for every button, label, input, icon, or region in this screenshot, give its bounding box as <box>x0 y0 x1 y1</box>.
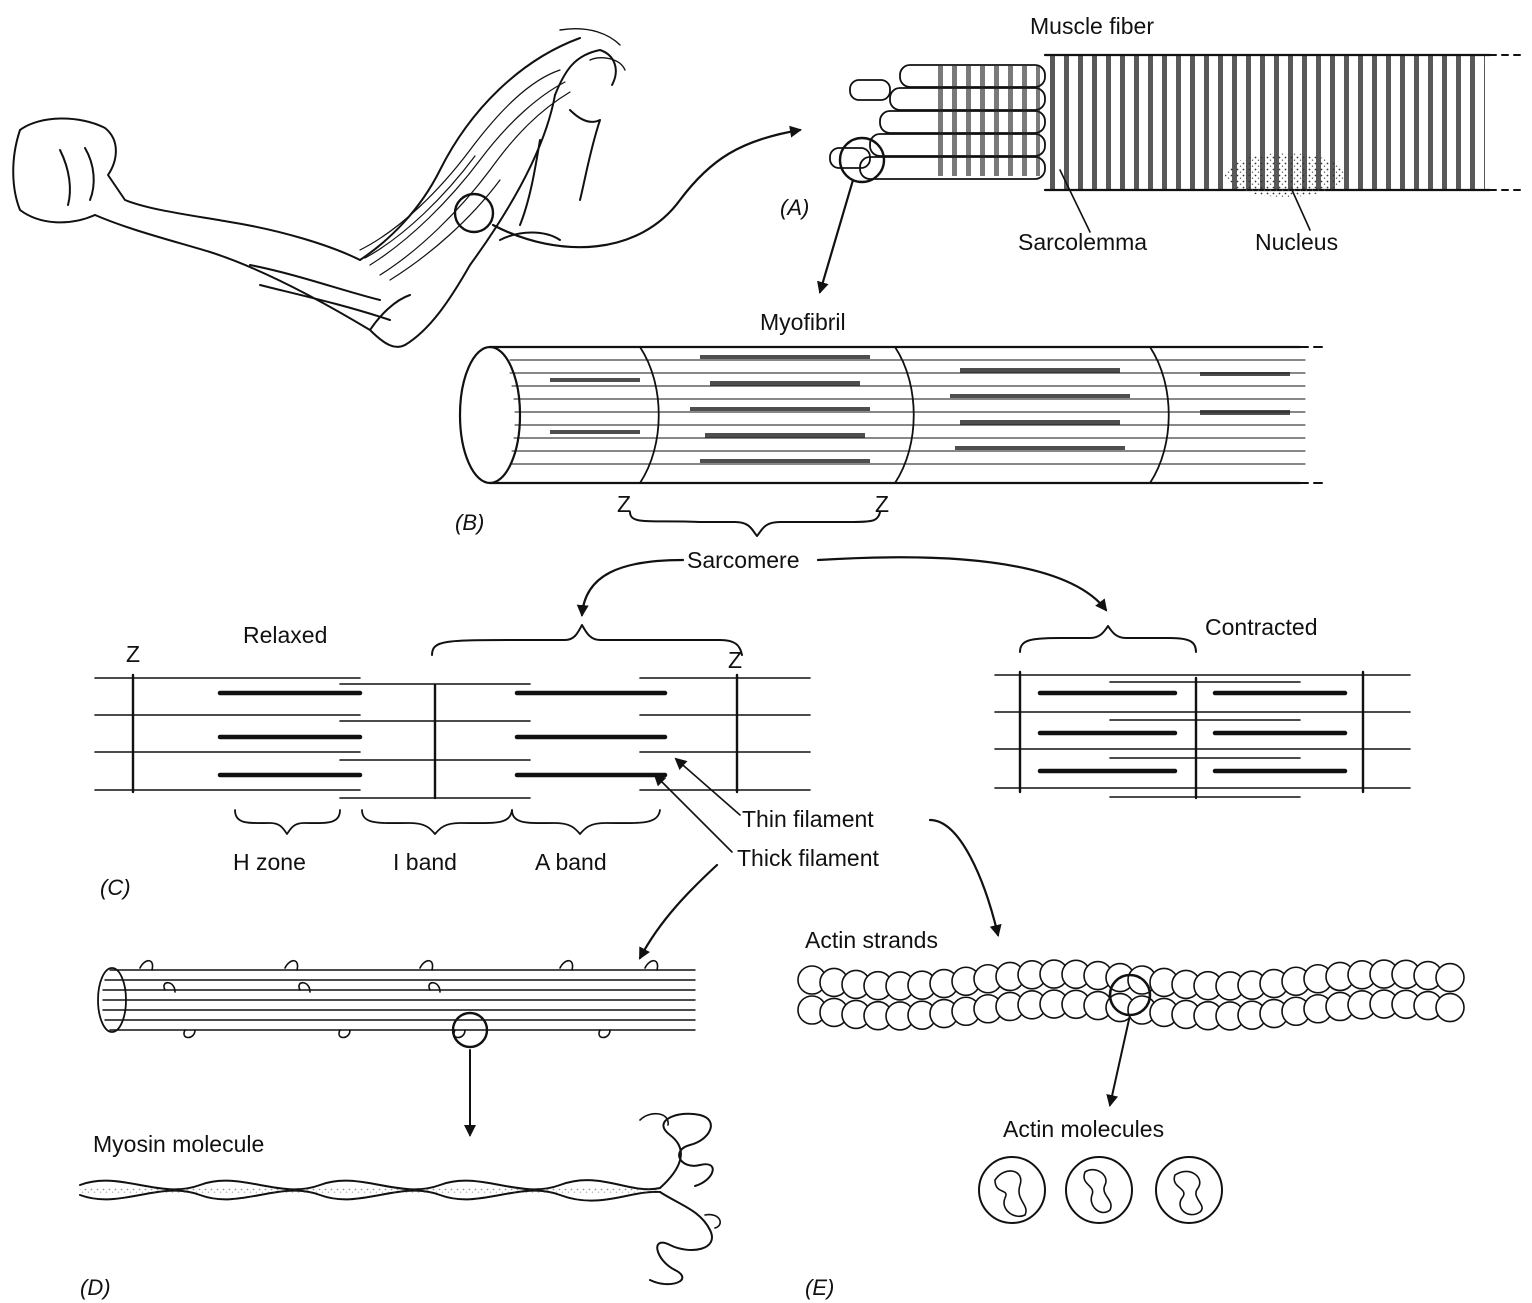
z-relaxed-right-label: Z <box>728 647 742 673</box>
panel-a-label: (A) <box>780 195 809 220</box>
sarcomere-to-relaxed-arrow <box>582 560 683 615</box>
sarcomere-to-contracted-arrow <box>818 557 1106 610</box>
panel-b-label: (B) <box>455 510 484 535</box>
thin-filament-label: Thin filament <box>742 806 874 832</box>
panel-e-label: (E) <box>805 1275 834 1300</box>
z-relaxed-left-label: Z <box>126 641 140 667</box>
relaxed-sarcomere-illustration <box>95 625 810 852</box>
myofibril-illustration <box>460 347 1325 536</box>
actin-strand-to-molecule-arrow <box>1110 1015 1130 1105</box>
actin-strands-label: Actin strands <box>805 927 938 953</box>
z-label-right: Z <box>875 491 889 517</box>
a-band-label: A band <box>535 849 607 875</box>
panel-c-label: (C) <box>100 875 131 900</box>
actin-molecules-label: Actin molecules <box>1003 1116 1164 1142</box>
z-label-left: Z <box>617 491 631 517</box>
myofibril-label: Myofibril <box>760 309 846 335</box>
h-zone-label: H zone <box>233 849 306 875</box>
actin-molecules-illustration <box>979 1157 1222 1223</box>
thin-to-actin-arrow <box>930 820 998 935</box>
muscle-fiber-illustration <box>830 55 1525 232</box>
nucleus-label: Nucleus <box>1255 229 1338 255</box>
contracted-sarcomere-illustration <box>995 626 1410 798</box>
panel-d-label: (D) <box>80 1275 111 1300</box>
actin-bead <box>1436 964 1464 992</box>
sarcomere-label: Sarcomere <box>687 547 799 573</box>
actin-bead <box>1436 994 1464 1022</box>
thick-filament-label: Thick filament <box>737 845 879 871</box>
fiber-to-myofibril-arrow <box>820 180 853 292</box>
actin-strands-illustration <box>798 960 1464 1030</box>
thick-to-myosin-arrow <box>640 865 717 958</box>
relaxed-label: Relaxed <box>243 622 327 648</box>
muscle-fiber-label: Muscle fiber <box>1030 13 1154 39</box>
contracted-label: Contracted <box>1205 614 1318 640</box>
arm-illustration <box>13 29 625 347</box>
sarcolemma-label: Sarcolemma <box>1018 229 1147 255</box>
myosin-molecule-label: Myosin molecule <box>93 1131 264 1157</box>
i-band-label: I band <box>393 849 457 875</box>
thick-filament-pointer <box>655 775 732 852</box>
thick-filament-illustration <box>98 961 695 1135</box>
